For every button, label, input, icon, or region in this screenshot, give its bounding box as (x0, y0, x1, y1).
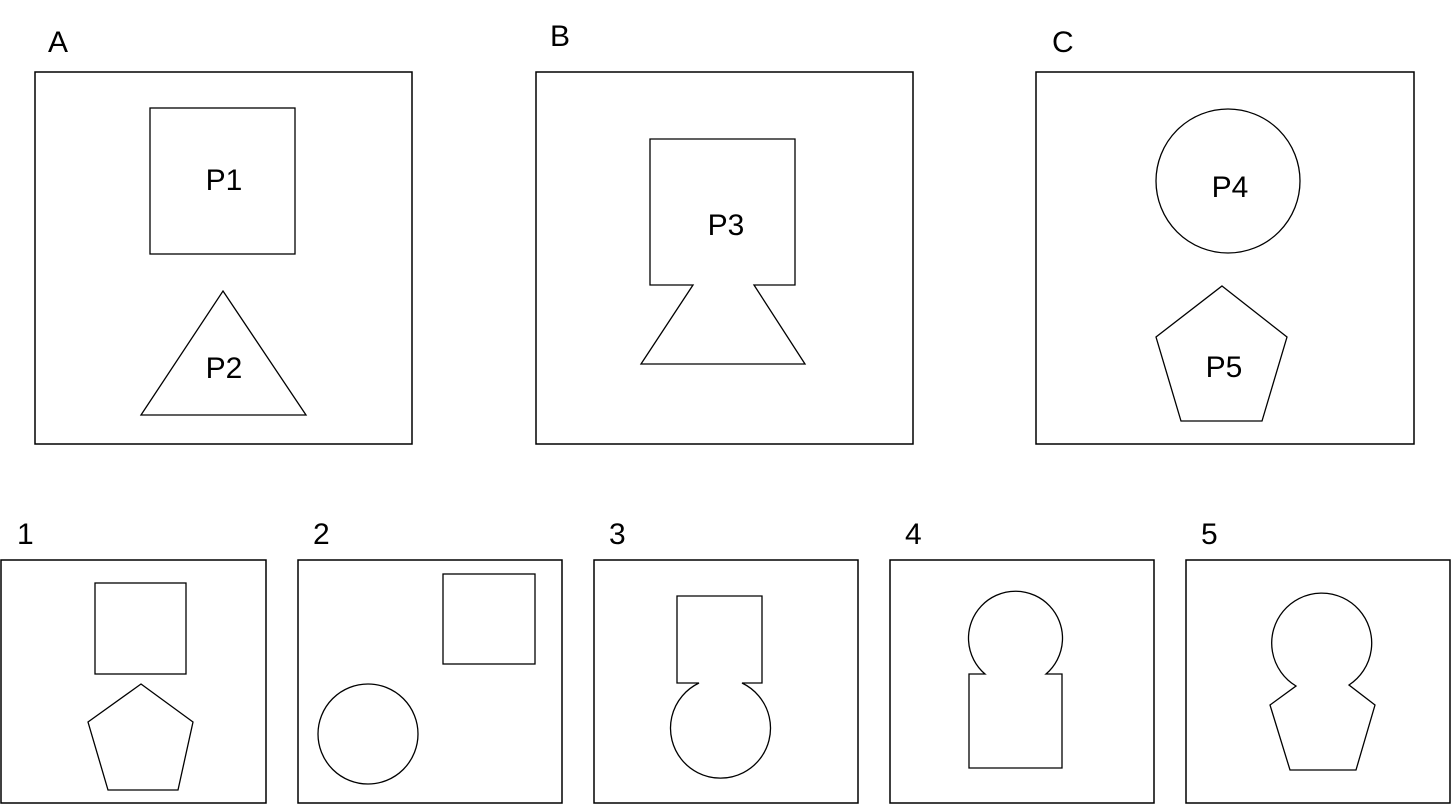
panel-b: B P3 (535, 20, 914, 445)
option-2-frame (297, 559, 563, 804)
p4-label: P4 (1212, 171, 1249, 204)
option-3-label: 3 (609, 518, 626, 551)
option-4-frame (889, 559, 1155, 804)
p5-label: P5 (1206, 351, 1243, 384)
option-5[interactable]: 5 (1185, 518, 1451, 804)
panel-a-label: A (48, 26, 68, 59)
option-5-frame (1185, 559, 1451, 804)
option-3[interactable]: 3 (593, 518, 859, 804)
option-4[interactable]: 4 (889, 518, 1155, 804)
p5-pentagon (1155, 285, 1288, 422)
panel-a-frame (34, 71, 413, 445)
p2-triangle (139, 289, 308, 416)
p4-circle (1155, 108, 1301, 254)
panel-b-frame (535, 71, 914, 445)
p3-merged-shape (639, 138, 807, 365)
option-4-merged-shape (967, 590, 1064, 769)
panel-b-label: B (550, 20, 570, 53)
option-1-pentagon (87, 683, 194, 791)
option-2-circle (317, 683, 419, 785)
panel-c-label: C (1052, 26, 1074, 59)
panel-c: C P4 P5 (1035, 26, 1415, 445)
p3-label: P3 (708, 209, 745, 242)
panel-c-frame (1035, 71, 1415, 445)
option-4-label: 4 (905, 518, 922, 551)
option-5-merged-shape (1269, 592, 1376, 771)
option-1[interactable]: 1 (0, 518, 267, 804)
option-1-square (94, 582, 187, 675)
p2-label: P2 (206, 352, 243, 385)
option-2-label: 2 (313, 518, 330, 551)
panel-a: A P1 P2 (34, 26, 413, 445)
option-2-square (442, 573, 536, 665)
option-1-frame (0, 559, 267, 804)
option-3-merged-shape (669, 595, 772, 779)
option-2[interactable]: 2 (297, 518, 563, 804)
option-1-label: 1 (17, 518, 34, 551)
p1-square (149, 107, 296, 255)
p1-label: P1 (206, 164, 243, 197)
option-5-label: 5 (1201, 518, 1218, 551)
option-3-frame (593, 559, 859, 804)
